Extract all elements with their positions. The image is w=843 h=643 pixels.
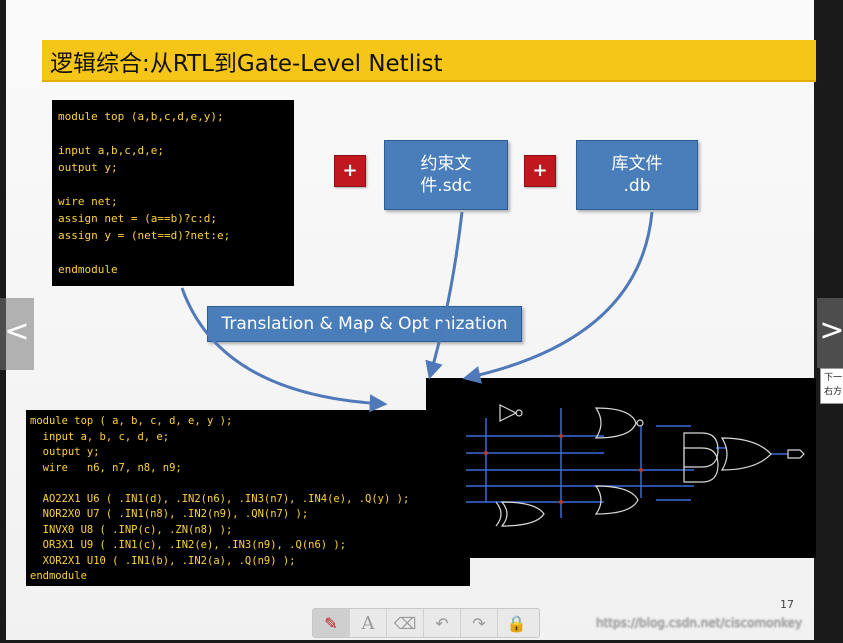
netlist-code-line: module top ( a, b, c, d, e, y ); <box>30 415 233 427</box>
rtl-code-line <box>58 244 294 261</box>
rtl-code-line: input a,b,c,d,e; <box>58 144 164 157</box>
netlist-code-line: endmodule <box>30 570 87 582</box>
pen-icon: ✎ <box>324 613 338 633</box>
library-file-label: 库文件 .db <box>611 154 663 196</box>
netlist-code-line: NOR2X0 U7 ( .IN1(n8), .IN2(n9), .QN(n7) … <box>30 508 309 520</box>
rtl-code-line: wire net; <box>58 195 118 208</box>
chevron-left-icon: < <box>4 314 30 349</box>
constraint-file-label: 约束文 件.sdc <box>420 154 472 196</box>
pen-tool[interactable]: ✎ <box>313 609 350 637</box>
netlist-code-line: output y; <box>30 446 100 458</box>
translation-banner: Translation & Map & Opt mization <box>207 306 522 342</box>
plus-sign: + <box>524 155 556 187</box>
rtl-code-line <box>58 176 294 193</box>
prev-slide-button[interactable]: < <box>0 298 34 370</box>
rtl-code-block: module top (a,b,c,d,e,y); input a,b,c,d,… <box>52 100 294 286</box>
title-bar: 逻辑综合:从RTL到Gate-Level Netlist <box>42 40 816 82</box>
text-icon: A <box>361 612 375 634</box>
rtl-code-line: module top (a,b,c,d,e,y); <box>58 110 224 123</box>
text-tool[interactable]: A <box>350 609 387 637</box>
chevron-right-icon: > <box>819 313 843 348</box>
rtl-code-line <box>58 125 294 142</box>
watermark: https://blog.csdn.net/ciscomonkey <box>596 616 803 630</box>
next-slide-button[interactable]: > <box>817 298 843 368</box>
netlist-code-line: XOR2X1 U10 ( .IN1(b), .IN2(a), .Q(n9) ); <box>30 554 296 567</box>
plus-sign: + <box>334 155 366 187</box>
netlist-code-line <box>30 476 470 492</box>
slide-title: 逻辑综合:从RTL到Gate-Level Netlist <box>50 51 443 77</box>
annotation-toolbar: ✎ A ⌫ ↶ ↷ 🔒 <box>312 608 540 638</box>
rtl-code-line: assign net = (a==b)?c:d; <box>58 212 217 225</box>
netlist-code-line: input a, b, c, d, e; <box>30 430 170 443</box>
page-number: 17 <box>780 598 794 611</box>
netlist-code-line: INVX0 U8 ( .INP(c), .ZN(n8) ); <box>30 523 233 536</box>
constraint-file-box: 约束文 件.sdc <box>384 140 508 210</box>
redo-icon: ↷ <box>472 613 486 633</box>
rtl-code-line: endmodule <box>58 263 118 276</box>
netlist-code-line: AO22X1 U6 ( .IN1(d), .IN2(n6), .IN3(n7),… <box>30 492 410 505</box>
lock-icon: 🔒 <box>506 613 527 633</box>
rtl-code-line: output y; <box>58 161 118 174</box>
gate-schematic <box>426 378 816 558</box>
rtl-code-line: assign y = (net==d)?net:e; <box>58 229 231 242</box>
library-file-box: 库文件 .db <box>576 140 698 210</box>
undo-tool[interactable]: ↶ <box>424 609 461 637</box>
netlist-code-line: wire n6, n7, n8, n9; <box>30 461 182 474</box>
next-tooltip: 下一 右方 <box>820 368 843 404</box>
netlist-code-block: module top ( a, b, c, d, e, y ); input a… <box>26 410 470 586</box>
eraser-icon: ⌫ <box>393 613 417 633</box>
redo-tool[interactable]: ↷ <box>461 609 498 637</box>
netlist-code-line: OR3X1 U9 ( .IN1(c), .IN2(e), .IN3(n9), .… <box>30 539 347 551</box>
lock-tool[interactable]: 🔒 <box>498 609 535 637</box>
eraser-tool[interactable]: ⌫ <box>387 609 424 637</box>
schematic-diagram <box>466 404 805 527</box>
undo-icon: ↶ <box>435 613 449 633</box>
